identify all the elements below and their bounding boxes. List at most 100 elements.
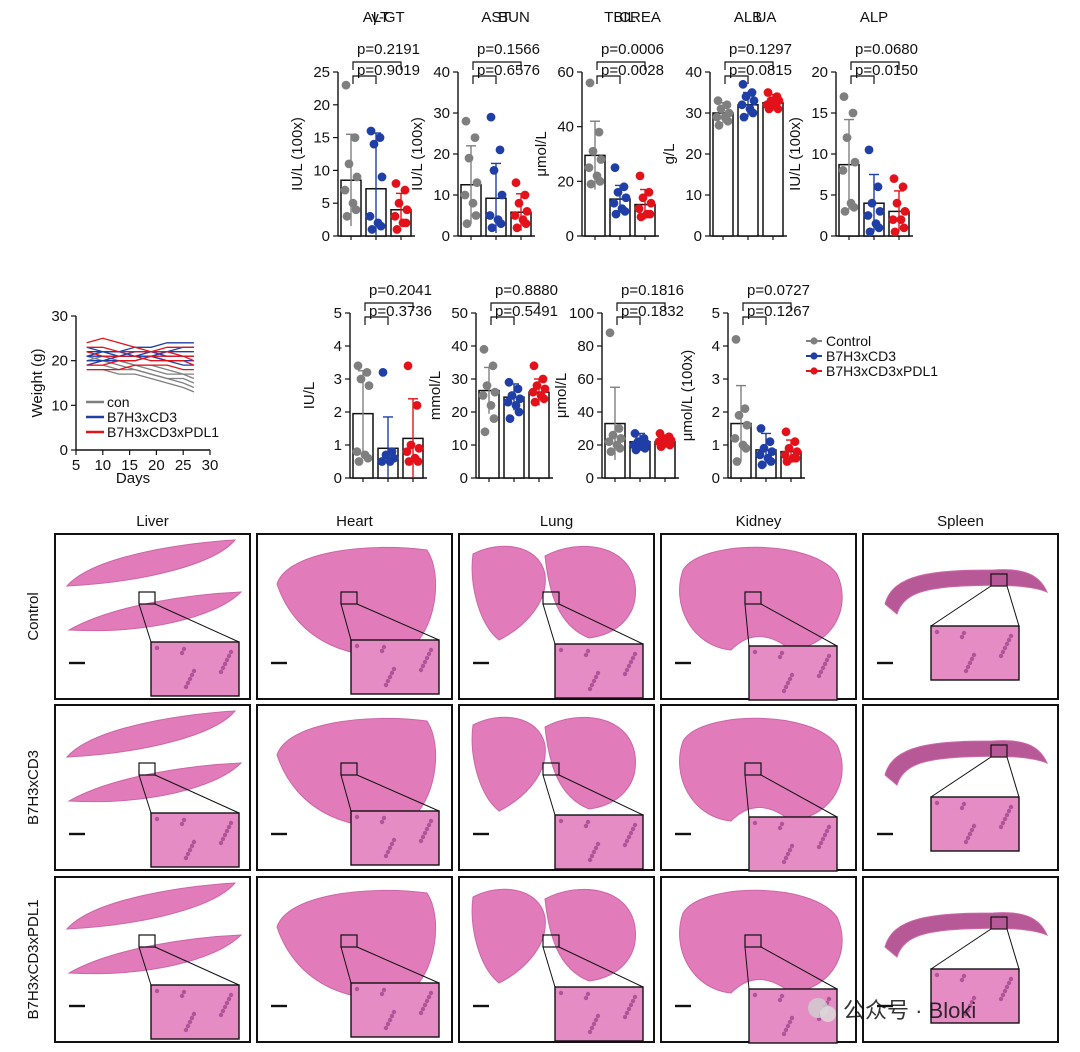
zoom-connector	[1006, 585, 1020, 627]
y-axis-label: IU/L (100x)	[409, 117, 426, 191]
cell-nucleus	[816, 673, 822, 679]
x-tick-label: 5	[72, 457, 80, 474]
cell-nucleus	[187, 847, 193, 853]
y-tick-label: 1	[712, 437, 720, 454]
cell-nucleus	[969, 827, 975, 833]
data-point	[507, 391, 517, 400]
data-point	[714, 120, 724, 130]
y-axis-label: μmol/L (100x)	[679, 350, 696, 441]
data-point	[791, 453, 801, 463]
cell-nucleus	[228, 649, 234, 655]
cell-nucleus	[218, 840, 224, 846]
zoom-box	[340, 934, 358, 948]
data-point	[766, 457, 776, 466]
data-point	[468, 198, 478, 208]
data-point	[352, 172, 362, 182]
p-value-label: p=0.0150	[855, 62, 918, 79]
weight-line-control	[86, 364, 195, 384]
weight-legend-label: con	[107, 394, 130, 410]
y-tick-label: 1	[334, 437, 342, 454]
cell-nucleus	[971, 995, 977, 1001]
cell-nucleus	[824, 828, 830, 834]
y-axis-label: IU/L	[301, 382, 318, 410]
data-point	[867, 198, 877, 208]
data-point	[594, 127, 604, 137]
data-point	[485, 211, 495, 220]
cell-nucleus	[971, 652, 977, 658]
cell-nucleus	[783, 855, 789, 861]
data-point	[412, 401, 422, 410]
cell-nucleus	[961, 630, 967, 636]
significance-bracket	[490, 302, 540, 311]
cell-nucleus	[628, 659, 634, 665]
data-point	[505, 414, 515, 423]
zoom-connector	[760, 603, 838, 647]
data-point	[344, 159, 354, 169]
zoom-connector	[930, 585, 992, 627]
data-point	[712, 112, 722, 122]
p-value-label: p=0.0028	[601, 62, 664, 79]
legend-item-control: Control	[806, 333, 871, 349]
cell-nucleus	[391, 1009, 397, 1015]
cell-nucleus	[626, 663, 632, 669]
data-point	[780, 450, 790, 460]
y-tick-label: 15	[811, 105, 828, 122]
cell-nucleus	[628, 1002, 634, 1008]
y-tick-label: 0	[566, 228, 574, 245]
zoom-connector	[154, 774, 240, 814]
tissue-column-label: Heart	[336, 513, 374, 530]
data-point	[849, 202, 859, 212]
chart-title: TBIL	[604, 9, 636, 26]
data-point	[486, 112, 496, 122]
data-point	[740, 404, 750, 414]
y-tick-label: 4	[334, 338, 342, 355]
cell-nucleus	[222, 1004, 228, 1010]
y-tick-label: 20	[51, 353, 68, 370]
cell-nucleus	[154, 645, 160, 651]
cell-nucleus	[787, 676, 793, 682]
data-point	[510, 211, 520, 220]
cell-nucleus	[589, 1025, 595, 1031]
legend-label-b7h3xcd3: B7H3xCD3	[826, 348, 896, 364]
chart-title: CREA	[619, 9, 661, 26]
data-point	[520, 190, 530, 200]
data-point	[782, 457, 792, 466]
y-axis-label: μmol/L	[553, 373, 570, 418]
cell-nucleus	[826, 824, 832, 830]
cell-nucleus	[785, 851, 791, 857]
cell-nucleus	[418, 838, 424, 844]
data-point	[848, 108, 858, 118]
tissue-section-liver	[65, 539, 243, 632]
cell-nucleus	[965, 1007, 971, 1013]
cell-nucleus	[189, 1015, 195, 1021]
y-tick-label: 30	[685, 105, 702, 122]
zoom-box	[138, 591, 156, 605]
y-tick-label: 40	[451, 338, 468, 355]
data-point	[504, 377, 514, 387]
cell-nucleus	[789, 1015, 795, 1021]
significance-bracket	[596, 61, 646, 70]
cell-nucleus	[189, 843, 195, 849]
cell-nucleus	[777, 825, 783, 831]
data-point	[749, 96, 759, 106]
data-point	[363, 453, 373, 463]
data-point	[890, 227, 900, 237]
significance-bracket	[850, 61, 900, 70]
data-point	[513, 384, 523, 394]
cell-nucleus	[781, 1031, 787, 1037]
bar	[737, 104, 759, 237]
cell-nucleus	[389, 1013, 395, 1019]
data-point	[741, 443, 751, 453]
tissue-panel-lung-0	[458, 533, 655, 700]
tissue-section-lung	[471, 888, 636, 984]
cell-nucleus	[583, 995, 589, 1001]
data-point	[864, 145, 874, 155]
tissue-panel-lung-1	[458, 704, 655, 871]
zoom-box	[340, 762, 358, 776]
legend-item-b7h3xcd3: B7H3xCD3	[806, 348, 896, 364]
cell-nucleus	[222, 832, 228, 838]
data-point	[496, 219, 506, 229]
